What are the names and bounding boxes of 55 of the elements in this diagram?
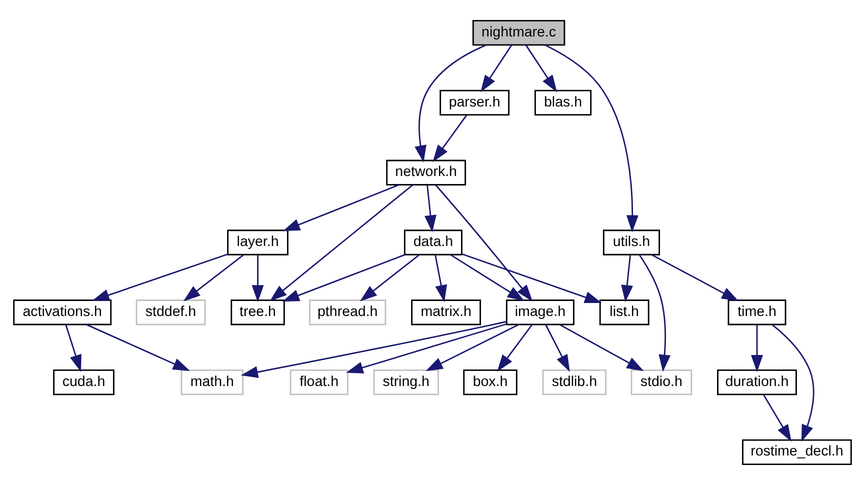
node-box: activations.h xyxy=(13,300,112,326)
arrow xyxy=(638,254,671,372)
arrow xyxy=(426,324,519,372)
node-box: network.h xyxy=(386,160,466,186)
arrow xyxy=(432,114,468,162)
arrow xyxy=(462,253,602,304)
arrow xyxy=(434,254,448,302)
node-box: box.h xyxy=(463,369,518,396)
arrow xyxy=(497,324,533,372)
arrow xyxy=(270,184,414,302)
node-box: float.h xyxy=(290,369,348,396)
node-box: math.h xyxy=(180,369,244,396)
arrow xyxy=(282,254,406,302)
node-box: cuda.h xyxy=(53,369,114,396)
node-box: stddef.h xyxy=(136,300,206,326)
node-box: pthread.h xyxy=(309,300,386,326)
arrow xyxy=(282,184,400,232)
arrow xyxy=(434,184,533,302)
arrow xyxy=(450,254,525,302)
node-box: list.h xyxy=(599,300,650,326)
arrow xyxy=(762,394,792,442)
arrow xyxy=(252,255,264,302)
arrow xyxy=(545,324,570,372)
node-box: stdlib.h xyxy=(542,369,607,396)
arrow xyxy=(544,44,638,232)
arrow xyxy=(621,254,634,302)
arrow xyxy=(480,44,512,92)
node-box: tree.h xyxy=(230,300,285,326)
node-box: layer.h xyxy=(227,230,288,256)
arrow xyxy=(183,254,244,302)
arrow xyxy=(346,323,507,374)
node-box: image.h xyxy=(506,300,574,326)
node-box: utils.h xyxy=(602,230,660,256)
node-box: matrix.h xyxy=(411,300,481,326)
arrow xyxy=(424,185,436,232)
arrow xyxy=(651,254,739,302)
arrow xyxy=(92,254,228,301)
node-box: rostime_decl.h xyxy=(742,439,852,465)
arrow xyxy=(360,254,420,302)
arrow xyxy=(65,324,82,372)
node-box: string.h xyxy=(373,369,439,396)
arrow xyxy=(772,324,814,442)
arrow xyxy=(526,44,558,92)
node-box: duration.h xyxy=(717,369,797,396)
arrow xyxy=(86,324,190,371)
arrow xyxy=(751,324,763,372)
node-box: blas.h xyxy=(534,90,592,116)
node-box: parser.h xyxy=(440,90,510,116)
arrow xyxy=(414,44,486,163)
node-box: nightmare.c xyxy=(472,20,566,46)
arrow xyxy=(559,324,644,372)
node-box: time.h xyxy=(728,300,786,326)
node-box: stdio.h xyxy=(630,369,692,396)
node-box: data.h xyxy=(404,230,462,256)
arrow xyxy=(240,320,506,378)
